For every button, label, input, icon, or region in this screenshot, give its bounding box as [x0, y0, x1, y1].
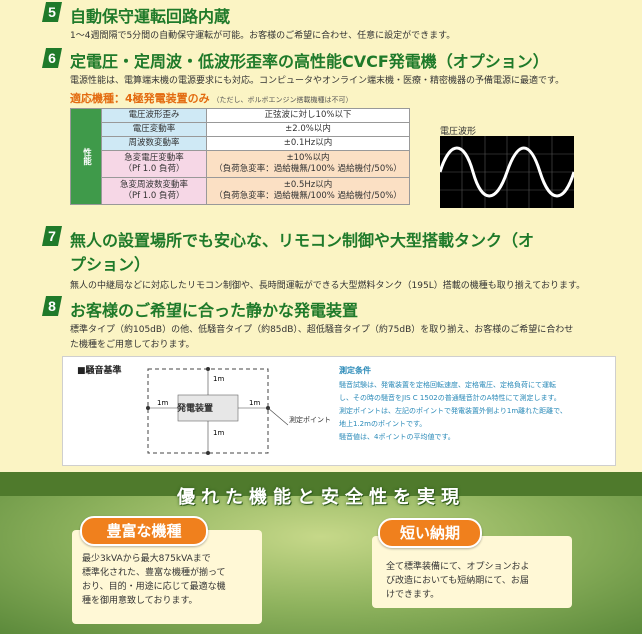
section-5-text: 1〜4週間隔で5分間の自動保守運転が可能。お客様のご希望に合わせ、任意に設定がで… — [70, 31, 456, 41]
spec-table: 性能 電圧波形歪み 正弦波に対し10%以下 電圧変動率 ±2.0%以内 周波数変… — [70, 108, 410, 205]
cond-line: 地上1.2mのポイントです。 — [339, 420, 427, 428]
card-line: 全て標準装備にて、オプションおよ — [386, 562, 530, 572]
section-6-text: 電源性能は、電算端末機の電源要求にも対応。コンピュータやオンライン端末機・医療・… — [70, 76, 565, 86]
slogan: 優れた機能と安全性を実現 — [177, 487, 465, 508]
card-line: 種を御用意致しております。 — [82, 596, 198, 606]
spec-value-sub: （負荷急変率：過給機無/100% 過給機付/50%） — [214, 191, 402, 201]
card-short-delivery-text: 全て標準装備にて、オプションおよ び改造においても短納期にて、お届 けできます。 — [386, 560, 530, 602]
spec-value: ±0.5Hz以内（負荷急変率：過給機無/100% 過給機付/50%） — [206, 177, 410, 205]
spec-label: 急変周波数変動率（Pf 1.0 負荷） — [101, 177, 207, 205]
spec-value-sub: （負荷急変率：過給機無/100% 過給機付/50%） — [214, 164, 402, 174]
section-7-title-cont: プション） — [70, 255, 151, 274]
spec-label-sub: （Pf 1.0 負荷） — [123, 164, 185, 174]
card-wide-range-text: 最少3kVAから最大875kVAまで 標準化された、豊富な機種が揃って おり、目… — [82, 552, 226, 608]
spec-label-main: 急変電圧変動率 — [124, 153, 184, 163]
cond-line: 騒音試験は、発電装置を定格回転速度、定格電圧、定格負荷にて運転 — [339, 381, 556, 389]
conditions-text: 騒音試験は、発電装置を定格回転速度、定格電圧、定格負荷にて運転 し、その時の騒音… — [339, 379, 567, 444]
section-8-title: お客様のご希望に合った静かな発電装置 — [70, 301, 359, 320]
section-8-number: 8 — [40, 294, 64, 318]
conditions-title: 測定条件 — [339, 366, 371, 375]
noise-standard-box: ■騒音基準 発電装置 1m 1m 1m 1m 測定ポイント 測定条件 騒音試験は… — [62, 356, 616, 466]
cond-line: 測定ポイントは、左記のポイントで発電装置外側より1m離れた距離で、 — [339, 407, 567, 415]
spec-value: ±0.1Hz以内 — [206, 136, 410, 151]
section-8-text-1: 標準タイプ（約105dB）の他、低騒音タイプ（約85dB）、超低騒音タイプ（約7… — [70, 325, 574, 335]
distance-right: 1m — [249, 399, 261, 407]
applicable-note: （ただし、ボルボエンジン搭載機種は不可） — [212, 96, 353, 104]
spec-value: 正弦波に対し10%以下 — [206, 108, 410, 123]
section-7-num-text: 7 — [48, 228, 56, 244]
card-wide-range-title: 豊富な機種 — [80, 516, 208, 546]
cond-line: し、その時の騒音をJIS C 1502の普通騒音計のA特性にて測定します。 — [339, 394, 561, 402]
section-5-num-text: 5 — [48, 4, 56, 20]
card-short-delivery — [372, 536, 572, 608]
card-line: 標準化された、豊富な機種が揃って — [82, 568, 226, 578]
spec-label-main: 急変周波数変動率 — [119, 180, 188, 190]
section-5-title: 自動保守運転回路内蔵 — [70, 7, 231, 26]
card-line: おり、目的・用途に応じて最適な機 — [82, 582, 226, 592]
section-7-text: 無人の中継局などに対応したリモコン制御や、長時間運転ができる大型燃料タンク（19… — [70, 281, 586, 291]
measure-point-label: 測定ポイント — [289, 416, 331, 424]
spec-label-sub: （Pf 1.0 負荷） — [123, 191, 185, 201]
section-6-num-text: 6 — [48, 50, 56, 66]
card-line: び改造においても短納期にて、お届 — [386, 576, 529, 586]
spec-value-main: ±10%以内 — [286, 153, 330, 163]
card-line: けできます。 — [386, 590, 440, 600]
spec-label: 周波数変動率 — [101, 136, 207, 151]
section-6-number: 6 — [40, 46, 64, 70]
distance-left: 1m — [157, 399, 169, 407]
spec-label: 急変電圧変動率（Pf 1.0 負荷） — [101, 150, 207, 178]
spec-value: ±10%以内（負荷急変率：過給機無/100% 過給機付/50%） — [206, 150, 410, 178]
card-short-delivery-title: 短い納期 — [378, 518, 482, 548]
applicable-label: 適応機種：4極発電装置のみ — [70, 92, 210, 105]
section-6-title: 定電圧・定周波・低波形歪率の高性能CVCF発電機（オプション） — [70, 52, 549, 71]
spec-value-main: ±0.5Hz以内 — [283, 180, 333, 190]
spec-value: ±2.0%以内 — [206, 122, 410, 137]
section-7-title: 無人の設置場所でも安心な、リモコン制御や大型搭載タンク（オ — [70, 231, 535, 250]
waveform-label: 電圧波形 — [440, 127, 477, 137]
spec-label: 電圧変動率 — [101, 122, 207, 137]
noise-title: ■騒音基準 — [77, 366, 122, 376]
section-5-number: 5 — [40, 0, 64, 24]
device-label: 発電装置 — [177, 404, 214, 414]
applicable-models: 適応機種：4極発電装置のみ （ただし、ボルボエンジン搭載機種は不可） — [70, 90, 353, 106]
distance-bottom: 1m — [213, 429, 225, 437]
banner-band — [0, 472, 642, 496]
distance-top: 1m — [213, 375, 225, 383]
card-line: 最少3kVAから最大875kVAまで — [82, 554, 211, 564]
voltage-waveform — [438, 136, 576, 208]
cond-line: 騒音値は、4ポイントの平均値です。 — [339, 433, 455, 441]
section-8-text-2: た機種をご用意しております。 — [70, 340, 195, 350]
section-7-number: 7 — [40, 224, 64, 248]
spec-category: 性能 — [70, 108, 102, 205]
spec-label: 電圧波形歪み — [101, 108, 207, 123]
section-8-num-text: 8 — [48, 298, 56, 314]
